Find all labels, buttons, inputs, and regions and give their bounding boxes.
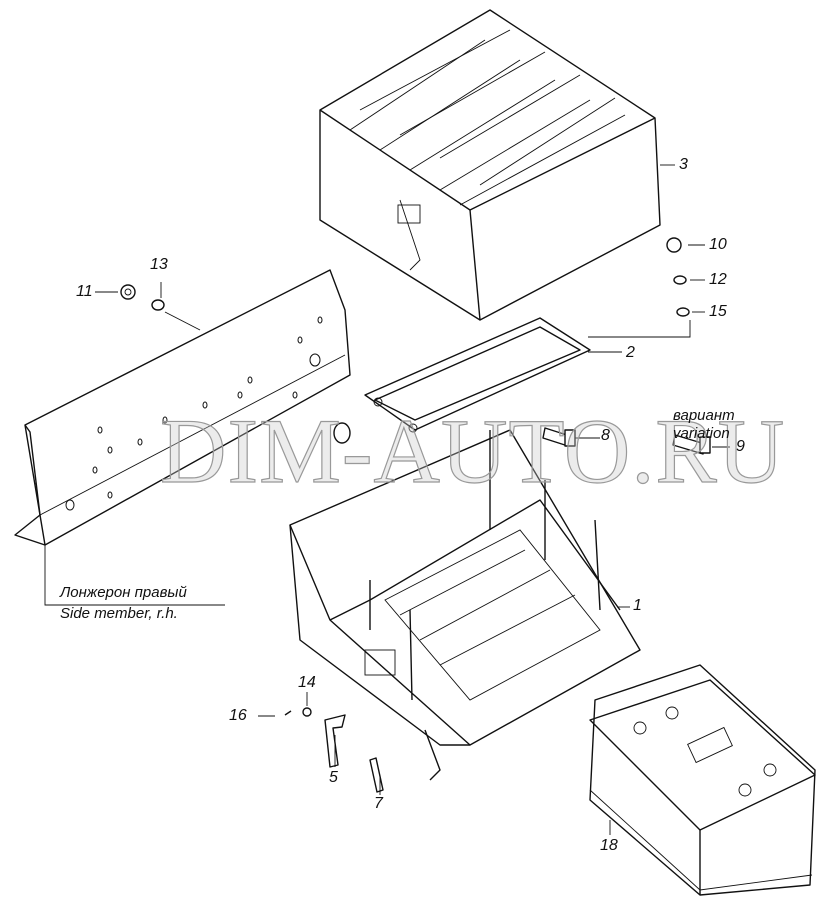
part-label-11: 11 xyxy=(76,283,93,300)
part-label-5: 5 xyxy=(329,769,338,786)
side-member-caption-en: Side member, r.h. xyxy=(60,605,178,622)
watermark: DIM-AUTO.RU xyxy=(159,400,786,502)
part-label-10: 10 xyxy=(709,236,727,253)
part-label-14: 14 xyxy=(298,674,316,691)
part-label-7: 7 xyxy=(374,795,383,812)
leader-lines xyxy=(44,164,730,835)
part-label-1: 1 xyxy=(633,597,642,614)
variant-caption-en: variation xyxy=(673,425,730,442)
part-label-18: 18 xyxy=(600,837,618,854)
side-member-caption-ru: Лонжерон правый xyxy=(60,584,187,601)
part-label-16: 16 xyxy=(229,707,247,724)
part-label-15: 15 xyxy=(709,303,727,320)
part-label-13: 13 xyxy=(150,256,168,273)
part-label-12: 12 xyxy=(709,271,727,288)
hold-down-frame xyxy=(364,317,591,433)
battery xyxy=(589,664,816,896)
part-label-8: 8 xyxy=(601,427,610,444)
side-member-rh xyxy=(14,269,351,546)
part-label-3: 3 xyxy=(679,156,688,173)
battery-box-lid xyxy=(319,9,661,321)
battery-tray-bracket xyxy=(289,429,641,781)
part-label-9: 9 xyxy=(736,438,745,455)
part-label-2: 2 xyxy=(626,344,635,361)
variant-caption-ru: вариант xyxy=(673,407,735,424)
small-fasteners xyxy=(120,237,711,793)
